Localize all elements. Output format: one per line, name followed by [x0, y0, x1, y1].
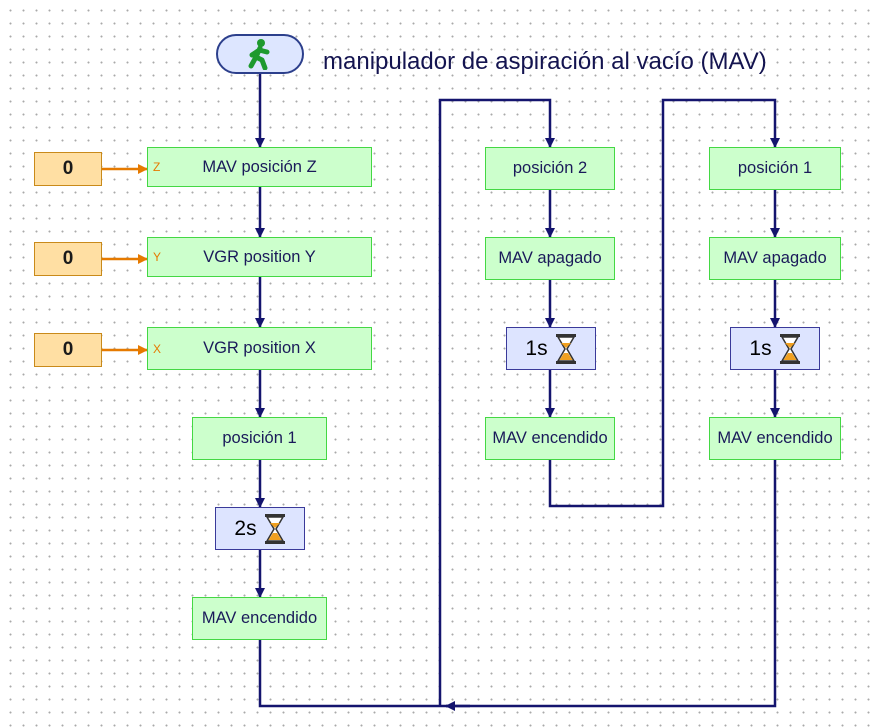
block-label: posición 1: [737, 159, 813, 177]
block-col3-mav-on[interactable]: MAV encendido: [709, 417, 841, 460]
block-col1-mav-on[interactable]: MAV encendido: [192, 597, 327, 640]
block-col2-mav-off[interactable]: MAV apagado: [485, 237, 615, 280]
block-col3-mav-off[interactable]: MAV apagado: [709, 237, 841, 280]
program-start-block[interactable]: [216, 34, 304, 74]
block-label: MAV encendido: [201, 609, 318, 627]
block-label: MAV encendido: [717, 429, 833, 447]
delay-label: 2s: [234, 516, 257, 540]
block-label: VGR position Y: [203, 247, 316, 266]
wire-loop-to-col2: [438, 98, 555, 706]
delay-label: 1s: [749, 336, 772, 360]
block-label: MAV encendido: [492, 429, 608, 447]
constant-y[interactable]: 0: [34, 242, 102, 276]
block-vgr-position-x[interactable]: X VGR position X: [147, 327, 372, 370]
delay-label: 1s: [525, 336, 548, 360]
hourglass-icon: [555, 333, 576, 364]
block-col3-position[interactable]: posición 1: [709, 147, 841, 190]
block-label: MAV apagado: [723, 249, 827, 267]
program-title: manipulador de aspiración al vacío (MAV): [323, 48, 767, 75]
wire-col3-return: [446, 460, 777, 708]
block-label: MAV apagado: [498, 249, 602, 267]
constant-x[interactable]: 0: [34, 333, 102, 367]
block-mav-position-z[interactable]: Z MAV posición Z: [147, 147, 372, 187]
wire-col1-to-loop: [258, 640, 452, 708]
block-label: MAV posición Z: [202, 157, 317, 176]
input-port-z: Z: [153, 160, 161, 174]
block-col3-delay[interactable]: 1s: [730, 327, 820, 370]
wire-col2-to-col3: [548, 98, 780, 508]
block-col2-mav-on[interactable]: MAV encendido: [485, 417, 615, 460]
input-port-y: Y: [153, 250, 162, 264]
block-label: VGR position X: [203, 339, 316, 357]
block-label: posición 1: [222, 429, 297, 447]
hourglass-icon: [264, 513, 285, 544]
block-col1-delay[interactable]: 2s: [215, 507, 305, 550]
block-vgr-position-y[interactable]: Y VGR position Y: [147, 237, 372, 277]
block-col2-delay[interactable]: 1s: [506, 327, 596, 370]
block-col2-position[interactable]: posición 2: [485, 147, 615, 190]
block-label: posición 2: [512, 159, 588, 177]
hourglass-icon: [779, 333, 800, 364]
constant-z[interactable]: 0: [34, 152, 102, 186]
input-port-x: X: [153, 341, 162, 356]
walking-man-icon: [248, 39, 270, 70]
block-col1-position[interactable]: posición 1: [192, 417, 327, 460]
